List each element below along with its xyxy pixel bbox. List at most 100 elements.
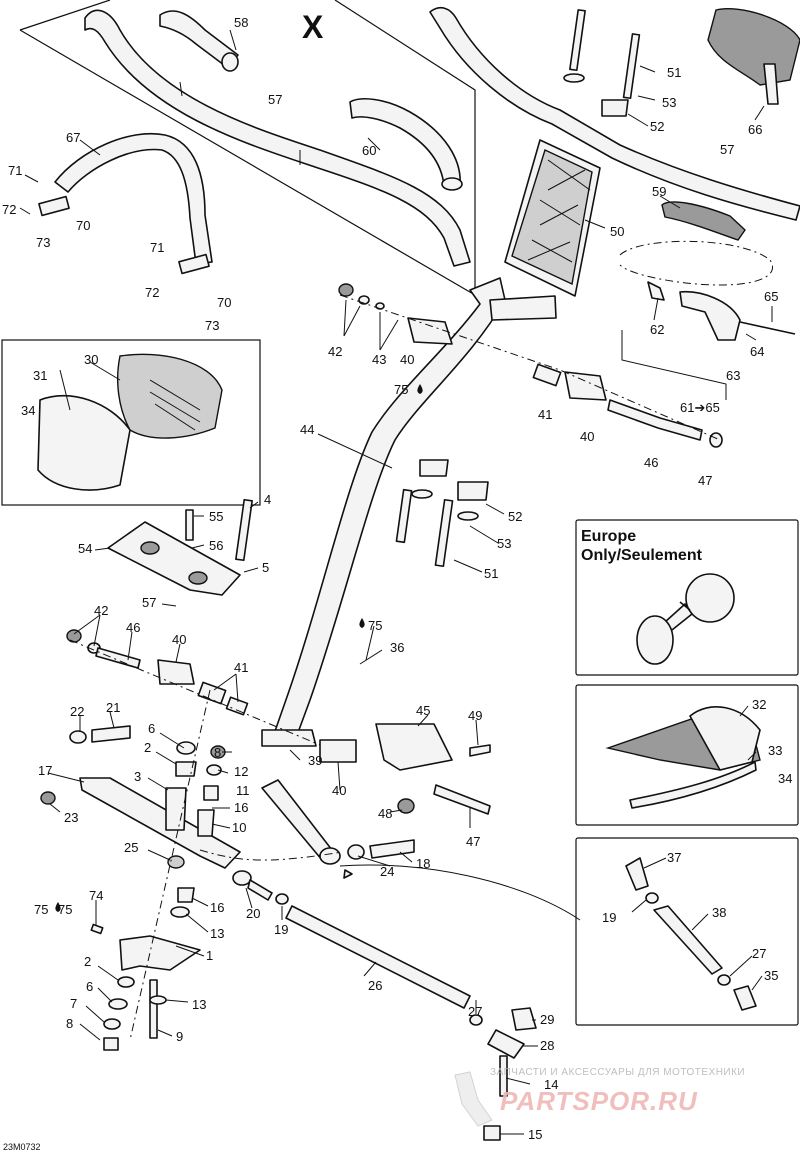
part-callout-40: 40 — [580, 429, 594, 444]
part-callout-57: 57 — [268, 92, 282, 107]
part-callout-57: 57 — [142, 595, 156, 610]
part-callout-50: 50 — [610, 224, 624, 239]
europe-horn-inset-frame — [575, 519, 799, 676]
part-callout-19: 19 — [274, 922, 288, 937]
part-callout-65: 65 — [764, 289, 778, 304]
part-callout-44: 44 — [300, 422, 314, 437]
leader-lines — [19, 29, 773, 1135]
part-callout-54: 54 — [78, 541, 92, 556]
part-callout-46: 46 — [126, 620, 140, 635]
upper-bolts-51-52-53 — [563, 9, 641, 117]
grip-59 — [619, 201, 773, 286]
part-callout-71: 71 — [150, 240, 164, 255]
clamp-40-lower — [66, 629, 357, 763]
tie-rod-26 — [232, 870, 537, 1141]
part-callout-20: 20 — [246, 906, 260, 921]
part-callout-41: 41 — [538, 407, 552, 422]
drop-icon — [55, 902, 61, 912]
part-callout-66: 66 — [748, 122, 762, 137]
part-callout-47: 47 — [698, 473, 712, 488]
part-callout-27: 27 — [752, 946, 766, 961]
part-callout-22: 22 — [70, 704, 84, 719]
part-callout-31: 31 — [33, 368, 47, 383]
part-callout-48: 48 — [378, 806, 392, 821]
part-callout-72: 72 — [145, 285, 159, 300]
part-callout-52: 52 — [650, 119, 664, 134]
airbox-30-31 — [37, 353, 223, 491]
variant-x-marker: X — [302, 9, 324, 45]
part-callout-29: 29 — [540, 1012, 554, 1027]
handlebar-pad-66 — [707, 8, 800, 105]
handlebar-left-57 — [84, 9, 471, 267]
part-callout-15: 15 — [528, 1127, 542, 1142]
part-callout-10: 10 — [232, 820, 246, 835]
part-callout-75: 75 — [368, 618, 382, 633]
part-callout-75: 75 — [34, 902, 48, 917]
part-callout-63: 63 — [726, 368, 740, 383]
handlebar-end-58 — [159, 10, 239, 72]
part-callout-8: 8 — [66, 1016, 73, 1031]
part-callout-46: 46 — [644, 455, 658, 470]
part-callout-64: 64 — [750, 344, 764, 359]
part-callout-34: 34 — [21, 403, 35, 418]
part-callout-1: 1 — [206, 948, 213, 963]
airbox-inset-frame — [1, 339, 261, 506]
part-callout-36: 36 — [390, 640, 404, 655]
part-callout-73: 73 — [36, 235, 50, 250]
part-callout-33: 33 — [768, 743, 782, 758]
part-callout-16: 16 — [234, 800, 248, 815]
tie-rod-inset-frame — [575, 837, 799, 1026]
part-callout-4: 4 — [264, 492, 271, 507]
part-callout-42: 42 — [328, 344, 342, 359]
part-callout-16: 16 — [210, 900, 224, 915]
part-callout-12: 12 — [234, 764, 248, 779]
part-callout-40: 40 — [332, 783, 346, 798]
handlebar-elbow-60 — [349, 98, 463, 191]
part-callout-49: 49 — [468, 708, 482, 723]
part-callout-30: 30 — [84, 352, 98, 367]
part-callout-2: 2 — [144, 740, 151, 755]
part-callout-74: 74 — [89, 888, 103, 903]
drop-icon — [359, 618, 365, 628]
part-callout-70: 70 — [76, 218, 90, 233]
part-callout-3: 3 — [134, 769, 141, 784]
part-callout-5: 5 — [262, 560, 269, 575]
part-callout-40: 40 — [172, 632, 186, 647]
part-callout-19: 19 — [602, 910, 616, 925]
part-callout-43: 43 — [372, 352, 386, 367]
watermark-text: ЗАПЧАСТИ И АКСЕССУАРЫ ДЛЯ МОТОТЕХНИКИ — [490, 1067, 745, 1078]
throttle-block-63 — [647, 281, 796, 341]
part-callout-71: 71 — [8, 163, 22, 178]
part-callout-58: 58 — [234, 15, 248, 30]
part-callout-17: 17 — [38, 763, 52, 778]
part-callout-6: 6 — [148, 721, 155, 736]
drop-icon — [417, 384, 423, 394]
part-callout-6: 6 — [86, 979, 93, 994]
part-callout-72: 72 — [2, 202, 16, 217]
steering-column-44 — [261, 277, 557, 747]
part-callout-67: 67 — [66, 130, 80, 145]
part-callout-55: 55 — [209, 509, 223, 524]
part-callout-25: 25 — [124, 840, 138, 855]
boot-32-33 — [605, 706, 761, 809]
watermark-logo: PARTSPOR.RU — [500, 1086, 698, 1116]
part-callout-21: 21 — [106, 700, 120, 715]
boot-inset-frame — [575, 684, 799, 826]
part-callout-32: 32 — [752, 697, 766, 712]
part-callout-13: 13 — [210, 926, 224, 941]
part-callout-41: 41 — [234, 660, 248, 675]
part-callout-23: 23 — [64, 810, 78, 825]
part-callout-8: 8 — [214, 745, 221, 760]
part-callout-26: 26 — [368, 978, 382, 993]
part-callout-2: 2 — [84, 954, 91, 969]
part-callout-59: 59 — [652, 184, 666, 199]
variant-x-region: X — [19, 0, 476, 296]
part-callout-51: 51 — [667, 65, 681, 80]
europe-title-line2: Only/Seulement — [581, 547, 703, 564]
lower-bolts-51-52-53 — [395, 459, 489, 568]
part-callout-18: 18 — [416, 856, 430, 871]
part-callout-51: 51 — [484, 566, 498, 581]
part-callout-7: 7 — [70, 996, 77, 1011]
part-callout-57: 57 — [720, 142, 734, 157]
